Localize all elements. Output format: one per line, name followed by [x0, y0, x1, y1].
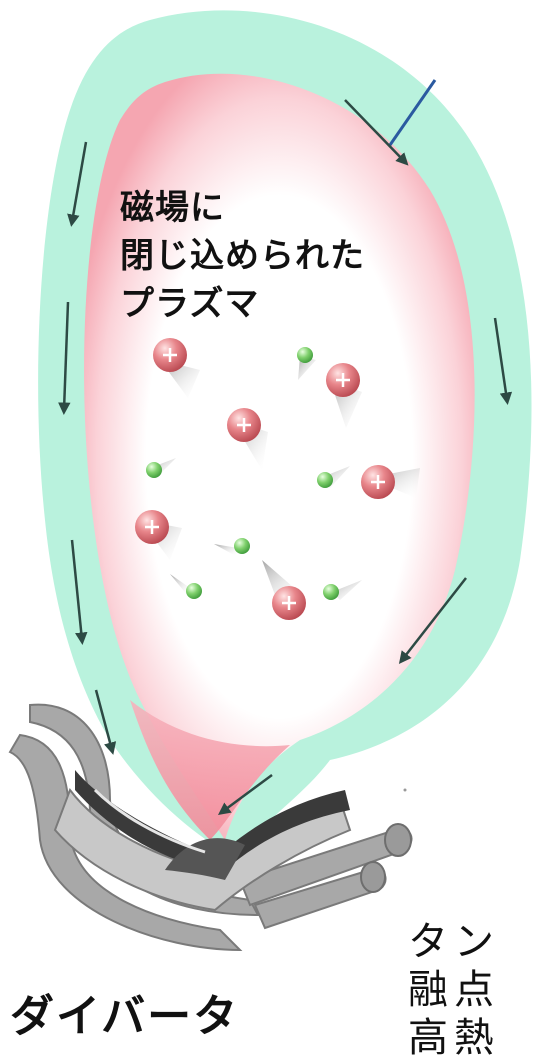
ion-icon — [135, 510, 169, 544]
electron-icon — [323, 584, 339, 600]
ion-icon — [272, 586, 306, 620]
marker-dot — [404, 789, 407, 792]
tungsten-label-line: 融点 — [408, 966, 538, 1014]
electron-icon — [317, 472, 333, 488]
electron-icon — [297, 347, 313, 363]
ion-icon — [326, 363, 360, 397]
electron-icon — [234, 538, 250, 554]
plasma-label-line: 閉じ込められた — [120, 232, 365, 280]
ion-icon — [227, 408, 261, 442]
plasma-label: 磁場に 閉じ込められた プラズマ — [120, 184, 365, 328]
pipe-end — [361, 862, 385, 892]
ion-icon — [153, 338, 187, 372]
ion-icon — [361, 465, 395, 499]
electron-icon — [146, 462, 162, 478]
tungsten-label: タン 融点 高熱 — [408, 918, 538, 1062]
electron-icon — [186, 583, 202, 599]
pipe-end — [385, 824, 411, 856]
plasma-label-line: 磁場に — [120, 184, 365, 232]
tungsten-label-line: タン — [408, 918, 538, 966]
plasma-label-line: プラズマ — [120, 280, 365, 328]
tungsten-label-line: 高熱 — [408, 1014, 538, 1062]
divertor-label: ダイバータ — [10, 980, 239, 1044]
